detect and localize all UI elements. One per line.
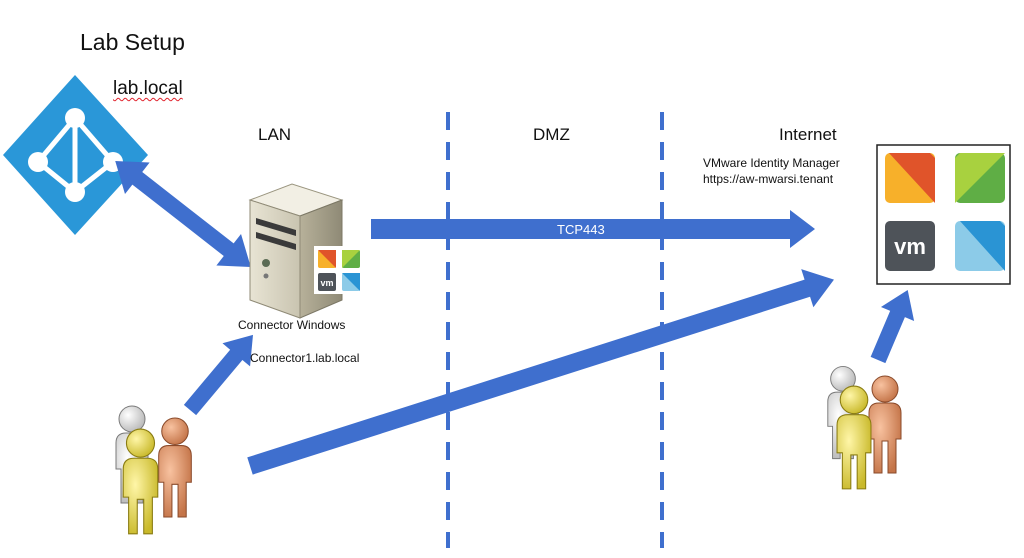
server-icon — [248, 183, 344, 319]
sync-double-arrow — [115, 161, 251, 267]
remote-users-to-app-arrow — [870, 290, 915, 364]
users-icon — [115, 405, 192, 535]
tcp443-arrow — [371, 210, 815, 248]
domain-label: lab.local — [113, 78, 183, 99]
vidm-name: VMware Identity Manager — [703, 156, 840, 170]
users-to-connector-arrow — [183, 334, 253, 416]
zone-label-lan: LAN — [258, 125, 292, 144]
tcp443-label: TCP443 — [557, 222, 605, 237]
workspace-one-logo-icon — [876, 144, 1011, 285]
users-to-internet-arrow — [247, 269, 834, 475]
zone-label-internet: Internet — [779, 125, 837, 144]
remote-users-icon — [827, 365, 902, 490]
big-logo-text: vm — [894, 234, 926, 259]
workspace-one-logo-small — [314, 246, 364, 294]
azure-ad-icon — [3, 75, 148, 235]
zone-label-dmz: DMZ — [533, 125, 570, 144]
connector-name: Connector Windows — [238, 318, 346, 332]
vidm-label: VMware Identity Manager https://aw-mwars… — [703, 155, 840, 187]
connector-host: Connector1.lab.local — [250, 351, 360, 365]
vidm-url: https://aw-mwarsi.tenant — [703, 172, 834, 186]
small-logo-text: vm — [320, 278, 333, 288]
diagram-title: Lab Setup — [80, 29, 185, 55]
